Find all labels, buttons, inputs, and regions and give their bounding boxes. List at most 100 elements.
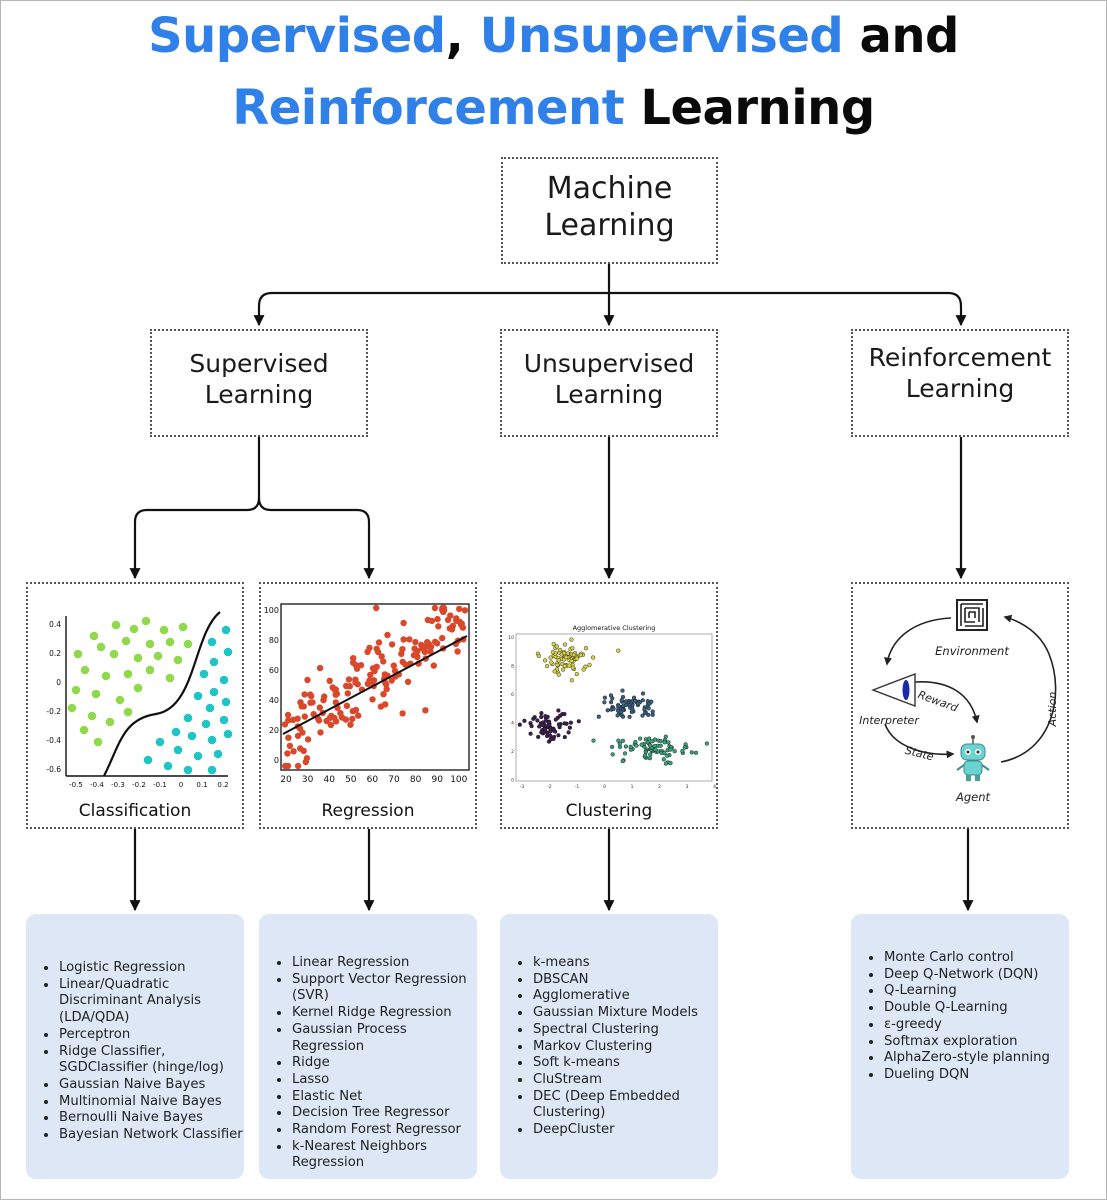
data-point [344,690,351,697]
data-point [301,713,308,720]
data-point [522,718,527,723]
x-tick-label: 0 [603,784,606,790]
data-point [213,749,223,759]
data-point [662,740,667,745]
data-point [109,649,119,659]
data-point [647,756,652,761]
data-point [431,604,439,612]
clustering-algorithms-panel: k-meansDBSCANAgglomerativeGaussian Mixtu… [500,914,718,1179]
data-point [536,734,541,739]
data-point [294,762,302,770]
title-segment: Unsupervised [479,8,844,64]
data-point [145,639,155,649]
data-point [422,707,429,714]
data-point [602,695,607,700]
x-tick-label: 0 [179,781,183,789]
data-point [375,639,383,646]
title-segment: Reinforcement [232,80,625,136]
data-point [536,653,541,659]
data-point [693,750,699,755]
data-point [640,698,645,703]
robot-agent-icon [956,735,990,781]
data-point [661,757,666,762]
data-point [550,650,555,655]
data-point [400,636,407,643]
data-point [221,625,231,635]
data-point [608,700,614,705]
data-point [406,636,413,643]
unsupervised-learning-box: Unsupervised Learning [500,329,718,437]
data-point [412,638,419,646]
data-point [616,648,621,653]
reinforcement-algorithms-list: Monte Carlo controlDeep Q-Network (DQN)Q… [851,950,1069,1084]
data-point [570,665,575,670]
data-point [223,729,233,739]
data-point [290,748,297,755]
data-point [542,727,548,732]
data-point [672,749,677,754]
data-point [411,645,418,652]
data-point [193,691,203,701]
list-item: k-means [532,955,718,972]
data-point [623,699,629,704]
list-item: Decision Tree Regressor [291,1105,477,1122]
data-point [165,673,175,683]
y-tick-label: 8 [511,664,514,670]
agent-label: Agent [955,790,991,804]
action-label: Action [1046,692,1059,728]
data-point [616,738,621,743]
x-tick-label: 0.2 [217,781,228,789]
y-tick-label: 6 [511,692,514,698]
plot-frame [280,603,470,771]
y-tick-label: 10 [508,635,514,641]
data-point [378,653,385,660]
list-item: Markov Clustering [532,1039,718,1056]
data-point [549,660,554,665]
y-tick-label: 0.4 [49,620,61,629]
data-point [568,720,573,725]
data-point [366,644,373,652]
data-point [540,723,545,728]
data-point [581,667,586,672]
data-point [91,689,101,699]
data-point [352,676,359,683]
data-point [605,708,610,713]
data-point [564,655,569,660]
data-point [369,696,376,703]
data-point [602,700,607,705]
data-point [382,681,390,688]
rl-diagram-box: Environment Interpreter Reward State Act… [851,582,1069,829]
maze-icon [956,599,988,631]
data-point [567,663,572,668]
plot-frame [515,633,713,782]
data-point [571,652,577,657]
page-title-line-2: Reinforcement Learning [0,84,1107,132]
data-point [303,755,311,762]
x-tick-label: 70 [388,775,400,785]
data-point [666,740,671,745]
list-item: Ridge Classifier, SGDClassifier (hinge/l… [58,1044,244,1077]
data-point [370,677,378,684]
data-point [345,676,353,683]
data-point [347,721,354,728]
data-point [205,703,215,713]
data-point [562,721,567,726]
data-point [459,624,467,631]
x-tick-label: -3 [520,784,525,790]
data-point [316,664,324,672]
x-tick-label: -1 [575,784,580,790]
x-tick-label: -0.1 [153,781,167,789]
data-point [633,739,638,745]
data-point [548,655,553,660]
data-point [380,658,387,665]
data-point [461,607,469,614]
data-point [558,713,563,718]
data-point [173,655,183,665]
data-point [643,710,648,716]
data-point [399,710,406,717]
data-point [159,625,169,635]
data-point [284,750,291,757]
data-point [440,607,448,614]
